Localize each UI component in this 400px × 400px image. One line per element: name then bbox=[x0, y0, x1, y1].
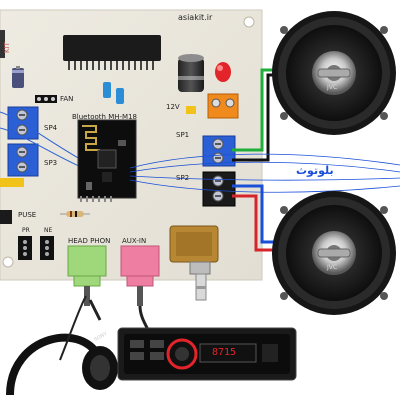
speaker-icon bbox=[272, 191, 396, 315]
terminal-sp2 bbox=[202, 171, 236, 207]
brand-label: asiakit.ir bbox=[178, 13, 213, 22]
car-radio-icon bbox=[117, 327, 297, 381]
led-red bbox=[215, 62, 231, 82]
speaker-wires bbox=[129, 68, 400, 252]
label-sp3: SP3 bbox=[44, 159, 58, 167]
label-12v: 12V bbox=[166, 103, 180, 111]
label-ne: NE bbox=[44, 227, 53, 234]
label-pr: PR bbox=[22, 227, 30, 234]
pin-header-left bbox=[0, 30, 5, 58]
terminal-sp4 bbox=[7, 106, 39, 140]
terminal-12v bbox=[207, 93, 239, 119]
push-button bbox=[0, 210, 12, 224]
fan-header bbox=[35, 95, 57, 103]
wire-label: بلوتوث bbox=[296, 164, 334, 177]
module-label: Bluetooth MH-M18 bbox=[72, 113, 137, 121]
capacitors-blue bbox=[103, 82, 124, 104]
terminal-sp1 bbox=[202, 135, 236, 167]
label-sp2: SP2 bbox=[176, 174, 190, 182]
yellow-wire bbox=[0, 178, 24, 187]
speaker-icon bbox=[272, 11, 396, 135]
label-sp4: SP4 bbox=[44, 124, 58, 132]
headphone-icon bbox=[6, 295, 118, 396]
label-head-phone: HEAD PHON bbox=[68, 237, 111, 245]
aux-in-jack bbox=[120, 245, 160, 306]
header-pr-ne bbox=[18, 236, 54, 260]
speaker-brand-top: JVC bbox=[327, 84, 338, 91]
headphone-jack bbox=[67, 245, 107, 306]
brand-side-label: KIT bbox=[2, 42, 11, 53]
bluetooth-module-icon bbox=[77, 119, 137, 202]
speaker-brand-bottom: JVC bbox=[327, 264, 338, 271]
potentiometer-icon bbox=[169, 225, 219, 301]
label-puse: PUSE bbox=[18, 211, 37, 219]
jumper-yellow bbox=[186, 106, 196, 114]
label-sp1: SP1 bbox=[176, 131, 190, 139]
label-aux-in: AUX-IN bbox=[122, 237, 147, 245]
terminal-sp3 bbox=[7, 143, 39, 177]
electrolytic-capacitor bbox=[178, 54, 204, 92]
label-fan: FAN bbox=[60, 95, 74, 103]
capacitor-left bbox=[12, 66, 24, 88]
amplifier-ic bbox=[63, 35, 161, 70]
radio-display: 8715 bbox=[212, 347, 237, 358]
resistor bbox=[60, 211, 90, 217]
